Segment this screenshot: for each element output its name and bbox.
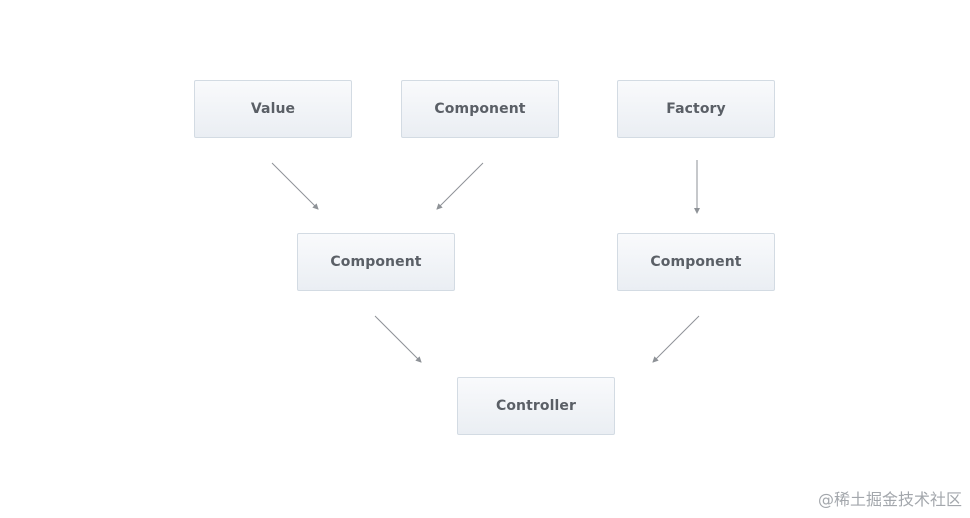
node-label: Component [650, 254, 742, 270]
node-label: Factory [666, 101, 726, 117]
node-value: Value [194, 80, 352, 138]
edge-component-mid-left-to-controller [374, 315, 422, 363]
node-controller: Controller [457, 377, 615, 435]
edge-value-to-component-mid-left [271, 162, 319, 210]
node-label: Component [434, 101, 526, 117]
node-component-mid-right: Component [617, 233, 775, 291]
node-label: Value [250, 101, 296, 117]
edge-component-top-to-component-mid-left [436, 162, 484, 210]
node-label: Component [330, 254, 422, 270]
edge-component-mid-right-to-controller [652, 315, 700, 363]
node-label: Controller [495, 398, 577, 414]
watermark: @稀土掘金技术社区 [817, 490, 962, 509]
node-component-mid-left: Component [297, 233, 455, 291]
node-factory: Factory [617, 80, 775, 138]
node-component-top: Component [401, 80, 559, 138]
